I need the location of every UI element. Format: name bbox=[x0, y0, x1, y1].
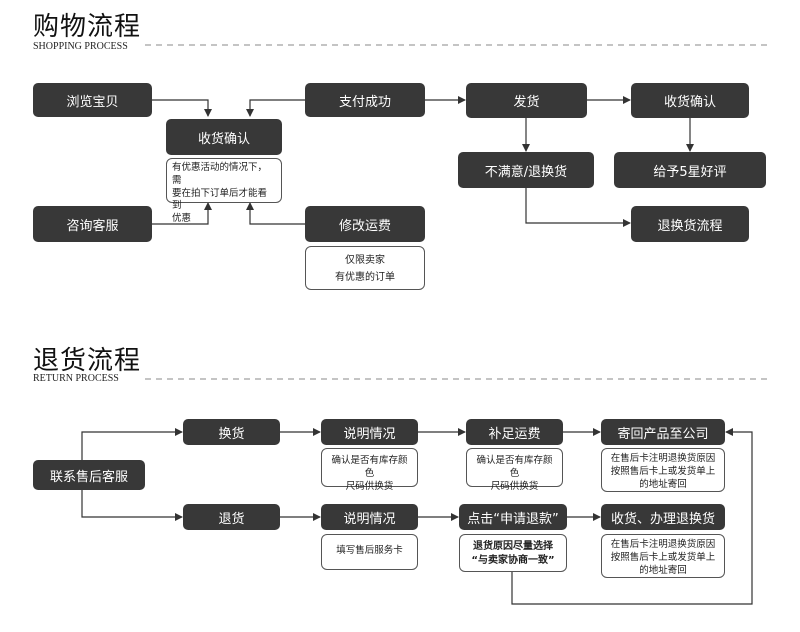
note-reason-line-1: 退货原因尽量选择 bbox=[473, 541, 553, 552]
box-explain-top: 说明情况 bbox=[321, 419, 418, 445]
box-ship: 发货 bbox=[466, 83, 587, 118]
note-address-1-line-3: 的地址寄回 bbox=[639, 478, 687, 490]
box-refund: 退货 bbox=[183, 504, 280, 530]
note-confirm-stock-1: 确认是否有库存颜色 尺码供换货 bbox=[321, 448, 418, 492]
note-confirm-stock-2: 确认是否有库存颜色 尺码供换货 bbox=[466, 448, 563, 492]
note-confirm-stock-1-line-2: 尺码供换货 bbox=[345, 480, 394, 492]
note-discount-line-1: 有优惠活动的情况下，需 bbox=[172, 162, 268, 186]
box-click-refund: 点击“申请退款” bbox=[459, 504, 567, 530]
return-arrows bbox=[81, 428, 753, 605]
note-address-2-line-1: 在售后卡注明退换货原因 bbox=[610, 539, 716, 550]
box-modify-shipping: 修改运费 bbox=[305, 206, 425, 242]
shopping-subtitle: SHOPPING PROCESS bbox=[33, 41, 128, 52]
shopping-title: 购物流程 bbox=[33, 12, 142, 42]
box-confirm-receipt-right: 收货确认 bbox=[631, 83, 749, 118]
box-exchange: 换货 bbox=[183, 419, 280, 445]
box-confirm-receipt-left: 收货确认 bbox=[166, 119, 282, 155]
shopping-arrows bbox=[152, 96, 694, 227]
returns-subtitle: RETURN PROCESS bbox=[33, 373, 119, 384]
note-seller-only: 仅限卖家 有优惠的订单 bbox=[305, 246, 425, 290]
box-explain-bottom: 说明情况 bbox=[321, 504, 418, 530]
box-pay-success: 支付成功 bbox=[305, 83, 425, 117]
box-contact-service: 联系售后客服 bbox=[33, 460, 145, 490]
box-browse: 浏览宝贝 bbox=[33, 83, 152, 117]
note-reason: 退货原因尽量选择 “与卖家协商一致” bbox=[459, 534, 567, 572]
note-reason-line-2: “与卖家协商一致” bbox=[471, 554, 555, 566]
note-address-1: 在售后卡注明退换货原因 按照售后卡上或发货单上 的地址寄回 bbox=[601, 448, 725, 492]
note-address-2-line-3: 的地址寄回 bbox=[639, 564, 687, 576]
note-confirm-stock-2-line-2: 尺码供换货 bbox=[490, 480, 539, 492]
note-confirm-stock-1-line-1: 确认是否有库存颜色 bbox=[331, 455, 408, 479]
note-confirm-stock-2-line-1: 确认是否有库存颜色 bbox=[476, 455, 553, 479]
box-consult: 咨询客服 bbox=[33, 206, 152, 242]
note-address-2-line-2: 按照售后卡上或发货单上 bbox=[610, 551, 716, 563]
note-seller-only-line-1: 仅限卖家 bbox=[345, 255, 385, 266]
note-discount-line-3: 优惠 bbox=[172, 213, 192, 225]
box-send-back: 寄回产品至公司 bbox=[601, 419, 725, 445]
note-discount-line-2: 要在拍下订单后才能看到 bbox=[172, 187, 268, 212]
note-fill-card: 填写售后服务卡 bbox=[321, 534, 418, 570]
note-seller-only-line-2: 有优惠的订单 bbox=[335, 271, 395, 283]
note-discount: 有优惠活动的情况下，需 要在拍下订单后才能看到 优惠 bbox=[166, 158, 282, 224]
returns-title: 退货流程 bbox=[33, 346, 142, 376]
box-pay-shipping: 补足运费 bbox=[466, 419, 563, 445]
note-address-1-line-1: 在售后卡注明退换货原因 bbox=[610, 453, 716, 464]
note-address-1-line-2: 按照售后卡上或发货单上 bbox=[610, 465, 716, 477]
box-five-star: 给予5星好评 bbox=[614, 152, 766, 188]
note-fill-card-line-1: 填写售后服务卡 bbox=[336, 545, 403, 556]
box-receive-refund: 收货、办理退换货 bbox=[601, 504, 725, 530]
box-return-flow: 退换货流程 bbox=[631, 206, 749, 242]
box-dissatisfied: 不满意/退换货 bbox=[458, 152, 594, 188]
note-address-2: 在售后卡注明退换货原因 按照售后卡上或发货单上 的地址寄回 bbox=[601, 534, 725, 578]
